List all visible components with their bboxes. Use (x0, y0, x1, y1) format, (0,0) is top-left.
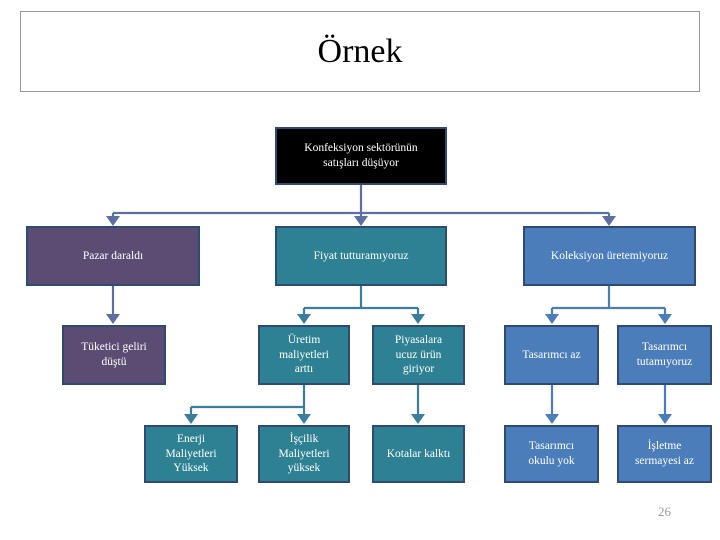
node-pazar-daraldi-label: Pazar daraldı (82, 249, 144, 262)
edge-n1-to-n4 (106, 286, 120, 324)
node-tasarimci-az-label: Tasarımcı az (522, 348, 581, 361)
node-tuketici-geliri-dustu-line2: düştü (101, 356, 127, 368)
node-uretim-maliyetleri-artti[interactable]: Üretim maliyetleri arttı (258, 325, 350, 385)
node-tasarimci-az[interactable]: Tasarımcı az (504, 325, 599, 385)
node-fiyat-tutturamiyoruz-label: Fiyat tutturamıyoruz (313, 249, 409, 262)
node-tasarimci-okulu-yok[interactable]: Tasarımcı okulu yok (504, 425, 599, 483)
edge-n5-to-children (184, 385, 311, 424)
node-tasarimci-tutamiyoruz-line1: Tasarımcı (641, 341, 688, 354)
node-iscilik-line1: İşçilik (289, 432, 319, 445)
node-kotalar-kalkti[interactable]: Kotalar kalktı (372, 425, 465, 483)
node-enerji-line1: Enerji (176, 432, 206, 445)
node-pazar-daraldi[interactable]: Pazar daraldı (26, 226, 200, 286)
page-title: Örnek (317, 32, 403, 70)
node-tasarimci-tutamiyoruz-line2: tutamıyoruz (636, 356, 693, 368)
node-root[interactable]: Konfeksiyon sektörünün satışları düşüyor (275, 127, 447, 185)
node-tasarimci-tutamiyoruz[interactable]: Tasarımcı tutamıyoruz (617, 325, 712, 385)
node-tasarimci-okulu-yok-line2: okulu yok (528, 455, 575, 467)
edge-root-to-level2 (106, 185, 616, 226)
node-isletme-sermayesi-az[interactable]: İşletme sermayesi az (617, 425, 712, 483)
node-enerji-line3: Yüksek (173, 462, 209, 475)
node-tasarimci-okulu-yok-line1: Tasarımcı (528, 440, 575, 453)
node-kotalar-kalkti-label: Kotalar kalktı (386, 447, 451, 460)
edge-n6-to-n11 (411, 385, 425, 424)
node-isletme-sermayesi-az-line2: sermayesi az (634, 455, 695, 467)
node-fiyat-tutturamiyoruz[interactable]: Fiyat tutturamıyoruz (275, 226, 447, 286)
node-tuketici-geliri-dustu[interactable]: Tüketici geliri düştü (62, 325, 166, 385)
edge-n3-to-children (545, 286, 672, 324)
node-uretim-maliyetleri-artti-line1: Üretim (287, 333, 321, 346)
edge-n8-to-n13 (658, 385, 672, 424)
node-piyasalara-line3: giriyor (402, 363, 435, 376)
node-koleksiyon-uretemiyoruz[interactable]: Koleksiyon üretemiyoruz (523, 226, 696, 286)
node-uretim-maliyetleri-artti-line2: maliyetleri (279, 348, 329, 361)
node-tuketici-geliri-dustu-line1: Tüketici geliri (81, 341, 147, 354)
node-root-line2: satışları düşüyor (323, 157, 399, 169)
node-iscilik-line2: Maliyetleri (278, 447, 330, 460)
node-koleksiyon-uretemiyoruz-label: Koleksiyon üretemiyoruz (550, 249, 669, 262)
node-iscilik-maliyetleri-yuksek[interactable]: İşçilik Maliyetleri yüksek (258, 425, 350, 483)
node-enerji-maliyetleri-yuksek[interactable]: Enerji Maliyetleri Yüksek (144, 425, 238, 483)
title-placeholder: Örnek (20, 11, 700, 92)
node-iscilik-line3: yüksek (287, 462, 321, 475)
node-root-line1: Konfeksiyon sektörünün (304, 142, 418, 155)
node-piyasalara-ucuz-urun-giriyor[interactable]: Piyasalara ucuz ürün giriyor (372, 325, 465, 385)
edge-n7-to-n12 (545, 385, 559, 424)
edge-n2-to-children (297, 286, 425, 324)
page-number: 26 (658, 504, 671, 519)
node-uretim-maliyetleri-artti-line3: arttı (294, 363, 314, 376)
node-isletme-sermayesi-az-line1: İşletme (647, 440, 682, 453)
node-piyasalara-line1: Piyasalara (394, 333, 443, 346)
node-piyasalara-line2: ucuz ürün (395, 348, 442, 361)
node-enerji-line2: Maliyetleri (165, 447, 217, 460)
